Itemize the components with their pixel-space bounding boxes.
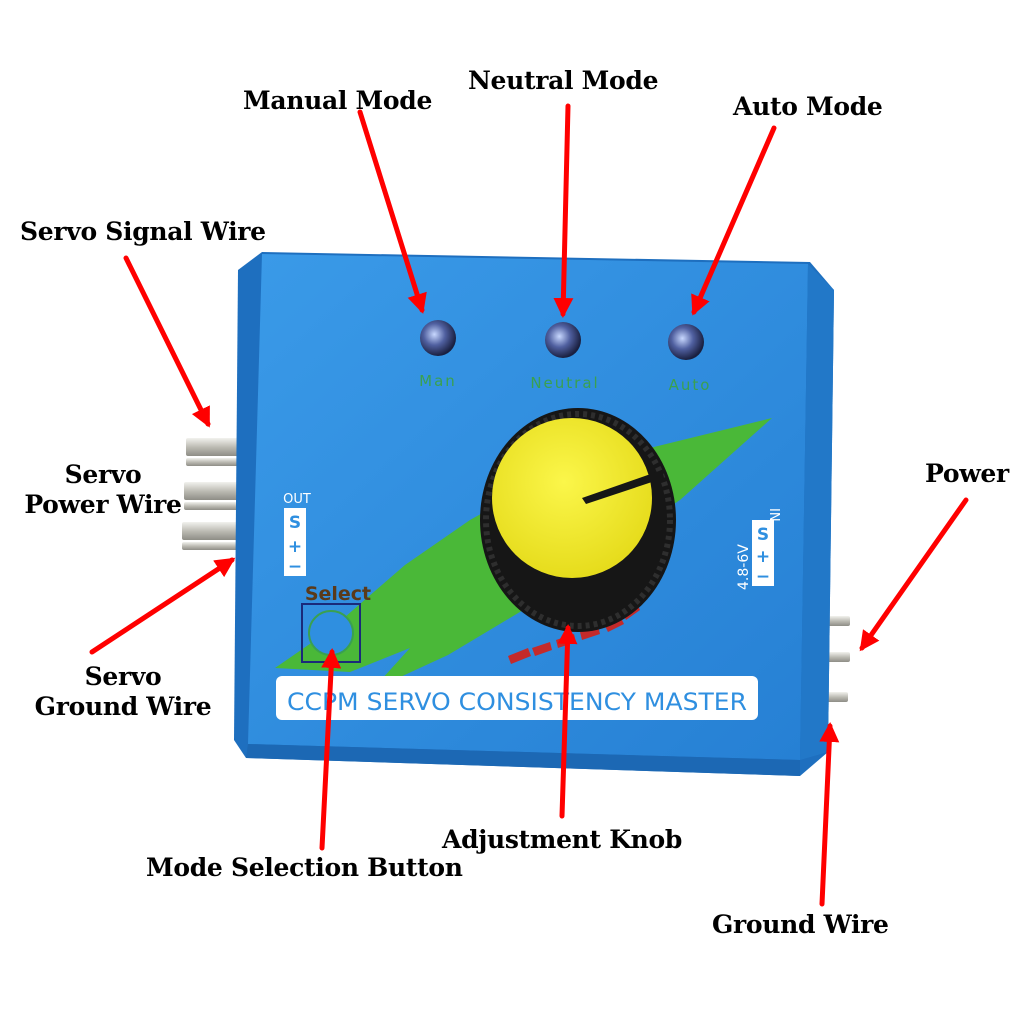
label-servo-ground-wire-line1: Servo [84,662,162,691]
arrow-neutral-mode [553,103,574,318]
label-ground-wire: Ground Wire [712,910,889,939]
in-label: IN [766,508,781,522]
label-servo-ground-wire: Servo Ground Wire [28,662,218,722]
in-pin-s: S [757,525,769,545]
led-row: Man Neutral Auto [419,320,712,394]
arrow-ground-wire [819,722,840,907]
output-pin-header [182,438,248,550]
arrow-mode-selection-button [319,648,342,851]
in-pin-minus: − [756,567,770,587]
label-servo-ground-wire-line2: Ground Wire [34,692,212,721]
led-man-label: Man [419,372,457,390]
label-auto-mode: Auto Mode [733,92,883,121]
out-markings: OUT S + − [283,492,311,577]
label-neutral-mode: Neutral Mode [468,66,659,95]
out-pin-plus: + [288,537,302,557]
label-power: Power [925,459,1009,488]
arrow-servo-signal-wire [123,255,211,428]
product-name-bar [276,676,758,720]
arrow-servo-ground-wire [89,557,236,655]
label-servo-signal-wire: Servo Signal Wire [20,217,266,246]
product-name: CCPM SERVO CONSISTENCY MASTER [287,688,747,716]
out-pin-s: S [289,513,301,533]
label-adjustment-knob: Adjustment Knob [442,825,683,854]
led-auto-label: Auto [669,376,712,394]
led-neutral-label: Neutral [530,374,599,392]
label-manual-mode: Manual Mode [243,86,433,115]
callout-arrows [89,103,969,907]
arrow-adjustment-knob [557,624,578,819]
voltage-label: 4.8-6V [736,544,752,590]
led-auto-icon [668,324,704,360]
label-mode-selection-button: Mode Selection Button [146,853,463,882]
out-label: OUT [283,492,311,507]
arrow-auto-mode [691,125,777,316]
led-neutral-icon [545,322,581,358]
arrow-manual-mode [357,109,427,314]
select-button-area: Select [301,583,371,663]
in-markings: S + − IN 4.8-6V [736,508,781,590]
adjustment-knob[interactable] [480,408,676,632]
in-pin-plus: + [756,547,770,567]
label-servo-power-wire: Servo Power Wire [18,460,188,520]
select-label: Select [305,583,371,605]
label-servo-power-wire-line1: Servo [64,460,142,489]
label-servo-power-wire-line2: Power Wire [24,490,182,519]
arrow-power [859,497,969,652]
out-pin-minus: − [288,557,302,577]
led-man-icon [420,320,456,356]
